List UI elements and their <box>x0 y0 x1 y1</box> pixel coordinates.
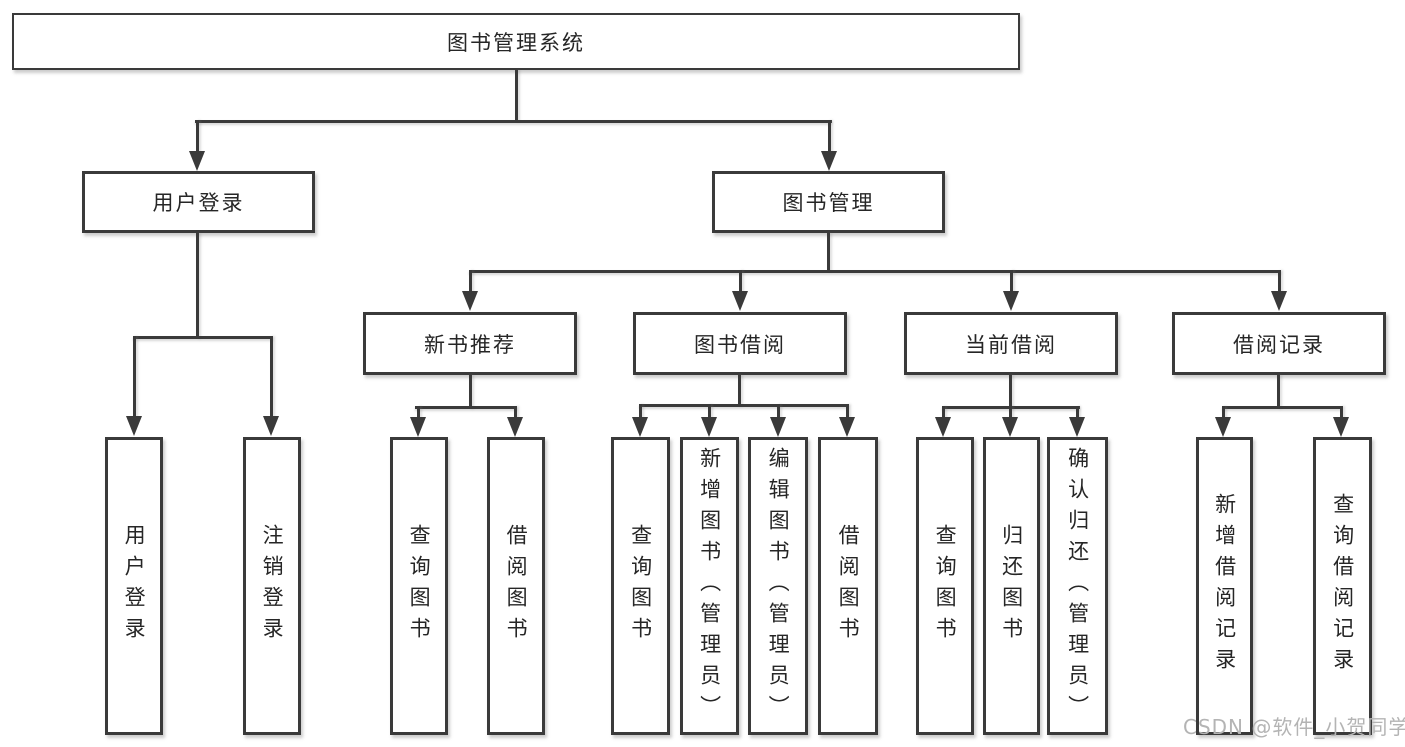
leaf-confirm-return-admin: 确认归还（管理员） <box>1047 437 1108 735</box>
leaf-label: 确认归还（管理员） <box>1065 446 1090 726</box>
leaf-label: 查询图书 <box>628 524 653 648</box>
arrow-down-icon <box>1069 417 1085 437</box>
leaf-add-book-admin: 新增图书（管理员） <box>680 437 739 735</box>
connector-line <box>1010 270 1013 295</box>
connector-line <box>738 375 741 407</box>
node-label: 图书管理 <box>782 191 875 215</box>
node-label: 图书借阅 <box>694 332 786 357</box>
connector-line <box>514 406 517 420</box>
connector-line <box>469 270 1281 273</box>
connector-line <box>415 406 517 409</box>
arrow-down-icon <box>189 151 205 171</box>
arrow-down-icon <box>1271 291 1287 311</box>
node-book-management: 图书管理 <box>712 171 945 233</box>
leaf-label: 借阅图书 <box>836 524 861 648</box>
connector-line <box>133 336 136 418</box>
arrow-down-icon <box>410 417 426 437</box>
leaf-logout: 注销登录 <box>243 437 301 735</box>
connector-line <box>196 233 199 339</box>
connector-line <box>417 406 420 420</box>
connector-line <box>270 336 273 418</box>
node-library-system: 图书管理系统 <box>12 13 1020 70</box>
leaf-query-books-recommend: 查询图书 <box>390 437 448 735</box>
arrow-down-icon <box>935 417 951 437</box>
leaf-label: 注销登录 <box>260 524 285 648</box>
arrow-down-icon <box>1002 417 1018 437</box>
leaf-edit-book-admin: 编辑图书（管理员） <box>748 437 808 735</box>
arrow-down-icon <box>632 417 648 437</box>
leaf-label: 借阅图书 <box>504 524 529 648</box>
leaf-add-borrow-record: 新增借阅记录 <box>1196 437 1253 735</box>
leaf-label: 新增图书（管理员） <box>697 446 722 726</box>
node-borrowing-records: 借阅记录 <box>1172 312 1386 375</box>
connector-line <box>828 120 831 153</box>
connector-line <box>469 375 472 409</box>
node-label: 借阅记录 <box>1233 332 1325 357</box>
connector-line <box>1278 270 1281 295</box>
leaf-borrow-books-recommend: 借阅图书 <box>487 437 545 735</box>
node-label: 用户登录 <box>152 191 245 215</box>
connector-line <box>1222 406 1225 420</box>
arrow-down-icon <box>462 291 478 311</box>
connector-line <box>1009 406 1012 420</box>
connector-line <box>1277 375 1280 409</box>
leaf-return-book: 归还图书 <box>983 437 1040 735</box>
connector-line <box>639 404 849 407</box>
arrow-down-icon <box>732 291 748 311</box>
leaf-label: 查询借阅记录 <box>1330 493 1355 679</box>
connector-line <box>942 406 945 420</box>
connector-line <box>846 404 849 420</box>
leaf-label: 编辑图书（管理员） <box>766 446 791 726</box>
connector-line <box>1340 406 1343 420</box>
connector-line <box>739 270 742 295</box>
leaf-label: 归还图书 <box>999 524 1024 648</box>
arrow-down-icon <box>839 417 855 437</box>
connector-line <box>133 336 273 339</box>
node-label: 新书推荐 <box>424 332 516 357</box>
watermark: CSDN @软件_小贺同学 <box>1183 715 1405 739</box>
arrow-down-icon <box>126 416 142 436</box>
arrow-down-icon <box>1215 417 1231 437</box>
connector-line <box>469 270 472 295</box>
connector-line <box>639 404 642 420</box>
node-new-book-recommendation: 新书推荐 <box>363 312 577 375</box>
connector-line <box>777 404 780 420</box>
node-book-borrowing: 图书借阅 <box>633 312 847 375</box>
arrow-down-icon <box>701 417 717 437</box>
connector-line <box>515 70 518 122</box>
node-label: 图书管理系统 <box>447 30 585 55</box>
connector-line <box>827 233 830 272</box>
leaf-query-books-current: 查询图书 <box>916 437 974 735</box>
arrow-down-icon <box>821 151 837 171</box>
arrow-down-icon <box>1333 417 1349 437</box>
connector-line <box>708 404 711 420</box>
connector-line <box>1222 406 1342 409</box>
arrow-down-icon <box>1003 291 1019 311</box>
leaf-query-borrow-record: 查询借阅记录 <box>1313 437 1372 735</box>
leaf-borrow-books: 借阅图书 <box>818 437 878 735</box>
leaf-user-login: 用户登录 <box>105 437 163 735</box>
connector-line <box>196 120 199 153</box>
node-label: 当前借阅 <box>965 332 1057 357</box>
connector-line <box>1009 375 1012 409</box>
leaf-query-books-borrow: 查询图书 <box>611 437 670 735</box>
leaf-label: 查询图书 <box>933 524 958 648</box>
connector-line <box>1076 406 1079 420</box>
leaf-label: 查询图书 <box>407 524 432 648</box>
connector-line <box>195 120 832 123</box>
arrow-down-icon <box>507 417 523 437</box>
arrow-down-icon <box>263 416 279 436</box>
arrow-down-icon <box>770 417 786 437</box>
leaf-label: 新增借阅记录 <box>1212 493 1237 679</box>
node-user-login: 用户登录 <box>82 171 315 233</box>
node-current-borrowing: 当前借阅 <box>904 312 1118 375</box>
leaf-label: 用户登录 <box>122 524 147 648</box>
